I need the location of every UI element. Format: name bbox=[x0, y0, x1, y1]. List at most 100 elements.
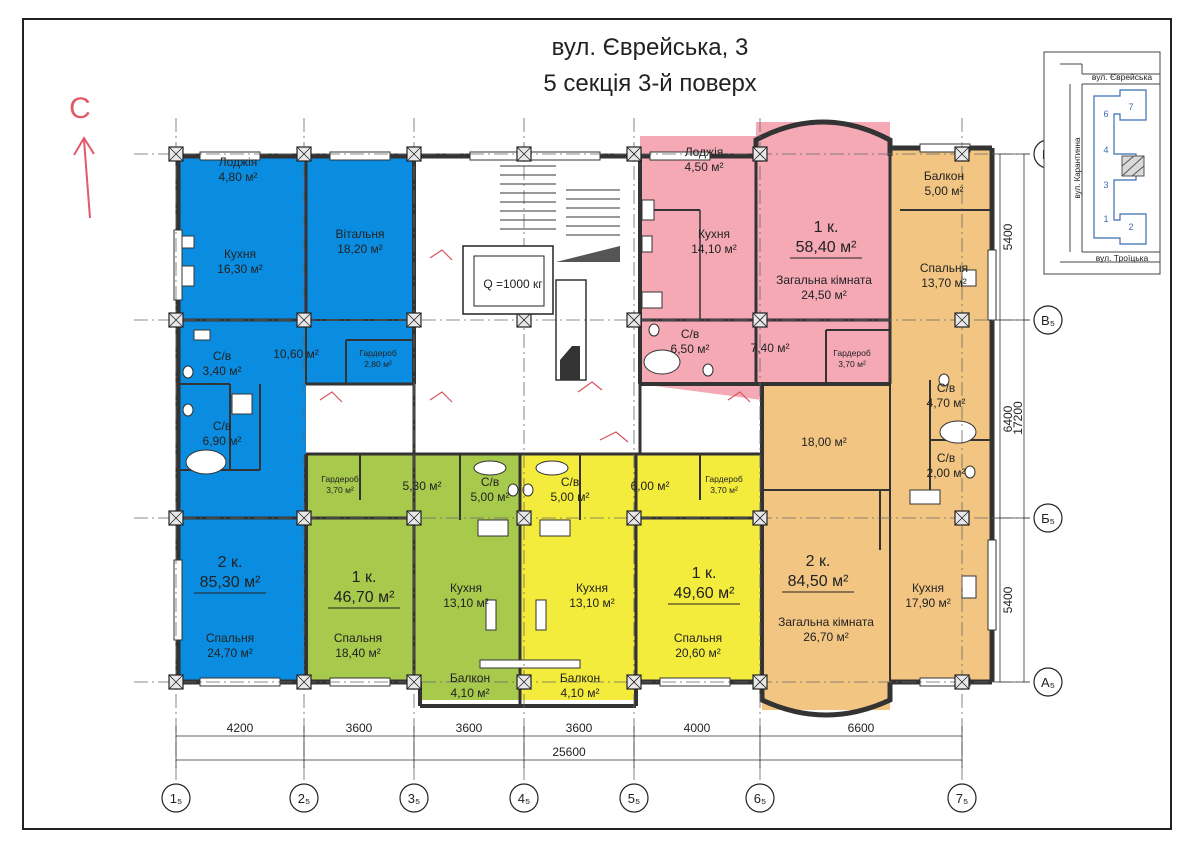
apartment-area-green: 46,70 м² bbox=[334, 589, 395, 606]
room-o-bath2-name: С/в bbox=[937, 451, 955, 465]
room-o-bath2-area: 2,00 м² bbox=[927, 466, 966, 480]
axis-marker-x-3 bbox=[509, 783, 539, 813]
room-p-loggia-name: Лоджія bbox=[685, 145, 723, 159]
room-b-bath2-name: С/в bbox=[213, 419, 231, 433]
axis-label-x-6: 7₅ bbox=[956, 791, 968, 806]
room-o-bath1-area: 4,70 м² bbox=[927, 396, 966, 410]
axis-marker-x-0 bbox=[161, 783, 191, 813]
room-p-ward-name: Гардероб bbox=[833, 348, 871, 358]
dim-y-2: 5400 bbox=[1001, 586, 1015, 613]
room-o-hall-name: 18,00 м² bbox=[801, 435, 847, 449]
room-p-ward-area: 3,70 м² bbox=[838, 359, 866, 369]
room-b-kitchen-name: Кухня bbox=[224, 247, 256, 261]
apartment-rooms-yellow: 1 к. bbox=[692, 565, 717, 582]
room-p-living-area: 24,50 м² bbox=[801, 288, 847, 302]
elevator-capacity: Q =1000 кг bbox=[483, 277, 543, 291]
dim-x-3: 3600 bbox=[566, 721, 593, 735]
apartment-rooms-green: 1 к. bbox=[352, 569, 377, 586]
apartment-rooms-pink: 1 к. bbox=[814, 219, 839, 236]
axis-grid bbox=[134, 118, 1030, 780]
dim-y-0: 5400 bbox=[1001, 223, 1015, 250]
axis-marker-x-6 bbox=[947, 783, 977, 813]
apartment-rooms-blue: 2 к. bbox=[218, 554, 243, 571]
apartment-area-yellow: 49,60 м² bbox=[674, 585, 735, 602]
axis-marker-x-1 bbox=[289, 783, 319, 813]
site-street-bottom: вул. Троїцька bbox=[1096, 253, 1149, 263]
axis-label-y-1: В₅ bbox=[1041, 313, 1055, 328]
room-o-kitchen-name: Кухня bbox=[912, 581, 944, 595]
dim-x-1: 3600 bbox=[346, 721, 373, 735]
room-b-bath1-area: 3,40 м² bbox=[203, 364, 242, 378]
room-b-hall-area: 18,20 м² bbox=[337, 242, 383, 256]
plan-title-floor: 5 секція 3-й поверх bbox=[543, 70, 757, 97]
room-p-loggia-area: 4,50 м² bbox=[685, 160, 724, 174]
dim-x-5: 6600 bbox=[848, 721, 875, 735]
axis-label-y-2: Б₅ bbox=[1041, 511, 1055, 526]
plan-title-address: вул. Єврейська, 3 bbox=[551, 34, 749, 61]
room-g-ward-name: Гардероб bbox=[321, 474, 359, 484]
room-y-bed-area: 20,60 м² bbox=[675, 646, 721, 660]
axis-marker-y-2 bbox=[1033, 503, 1063, 533]
room-g-kitchen-area: 13,10 м² bbox=[443, 596, 489, 610]
room-g-bath-name: С/в bbox=[481, 475, 499, 489]
room-p-corr-name: 7,40 м² bbox=[751, 341, 790, 355]
axis-marker-y-1 bbox=[1033, 305, 1063, 335]
room-g-balcony-area: 4,10 м² bbox=[451, 686, 490, 700]
drawing-frame bbox=[22, 18, 1172, 830]
site-section-2: 2 bbox=[1128, 222, 1133, 232]
room-b-bath2-area: 6,90 м² bbox=[203, 434, 242, 448]
site-section-7: 7 bbox=[1128, 102, 1133, 112]
stair-core: Q =1000 кг bbox=[462, 165, 620, 381]
room-b-loggia-area: 4,80 м² bbox=[219, 170, 258, 184]
apartment-blue bbox=[178, 158, 414, 680]
axis-label-x-5: 6₅ bbox=[754, 791, 766, 806]
axis-label-x-1: 2₅ bbox=[298, 791, 310, 806]
room-o-bed-area: 13,70 м² bbox=[921, 276, 967, 290]
room-g-corr-name: 5,30 м² bbox=[403, 479, 442, 493]
room-o-bath1-name: С/в bbox=[937, 381, 955, 395]
north-arrow-icon: С bbox=[69, 92, 95, 219]
room-b-hall-name: Вітальня bbox=[335, 227, 384, 241]
room-o-balcony-area: 5,00 м² bbox=[925, 184, 964, 198]
room-b-ward-area: 2,80 м² bbox=[364, 359, 392, 369]
room-g-balcony-name: Балкон bbox=[450, 671, 490, 685]
room-g-bed-name: Спальня bbox=[334, 631, 382, 645]
room-y-kitchen-area: 13,10 м² bbox=[569, 596, 615, 610]
axis-label-y-3: А₅ bbox=[1041, 675, 1055, 690]
apartment-rooms-orange: 2 к. bbox=[806, 553, 831, 570]
room-y-bed-name: Спальня bbox=[674, 631, 722, 645]
axis-label-x-4: 5₅ bbox=[628, 791, 640, 806]
axis-label-x-2: 3₅ bbox=[408, 791, 420, 806]
site-plan: вул. Єврейська вул. Троїцька вул. Карант… bbox=[1043, 51, 1161, 275]
room-y-corr-name: 6,00 м² bbox=[631, 479, 670, 493]
apartment-area-pink: 58,40 м² bbox=[796, 239, 857, 256]
room-y-kitchen-name: Кухня bbox=[576, 581, 608, 595]
dim-total-y: 17200 bbox=[1011, 401, 1025, 435]
apartment-area-blue: 85,30 м² bbox=[200, 574, 261, 591]
room-y-ward-name: Гардероб bbox=[705, 474, 743, 484]
room-b-bed-name: Спальня bbox=[206, 631, 254, 645]
room-o-living-name: Загальна кімната bbox=[778, 615, 874, 629]
dim-x-2: 3600 bbox=[456, 721, 483, 735]
room-g-bath-area: 5,00 м² bbox=[471, 490, 510, 504]
site-street-top: вул. Єврейська bbox=[1092, 72, 1152, 82]
room-o-balcony-name: Балкон bbox=[924, 169, 964, 183]
room-y-balcony-area: 4,10 м² bbox=[561, 686, 600, 700]
axis-label-x-0: 1₅ bbox=[170, 791, 182, 806]
room-g-bed-area: 18,40 м² bbox=[335, 646, 381, 660]
axis-marker-x-4 bbox=[619, 783, 649, 813]
dim-y-1: 6400 bbox=[1001, 405, 1015, 432]
room-y-bath-area: 5,00 м² bbox=[551, 490, 590, 504]
dim-total-x: 25600 bbox=[552, 745, 586, 759]
axis-label-x-3: 4₅ bbox=[518, 791, 530, 806]
room-o-bed-name: Спальня bbox=[920, 261, 968, 275]
room-b-kitchen-area: 16,30 м² bbox=[217, 262, 263, 276]
site-section-3: 3 bbox=[1103, 180, 1108, 190]
room-b-bed-area: 24,70 м² bbox=[207, 646, 253, 660]
room-p-living-name: Загальна кімната bbox=[776, 273, 872, 287]
room-o-kitchen-area: 17,90 м² bbox=[905, 596, 951, 610]
room-p-kitchen-name: Кухня bbox=[698, 227, 730, 241]
room-y-ward-area: 3,70 м² bbox=[710, 485, 738, 495]
